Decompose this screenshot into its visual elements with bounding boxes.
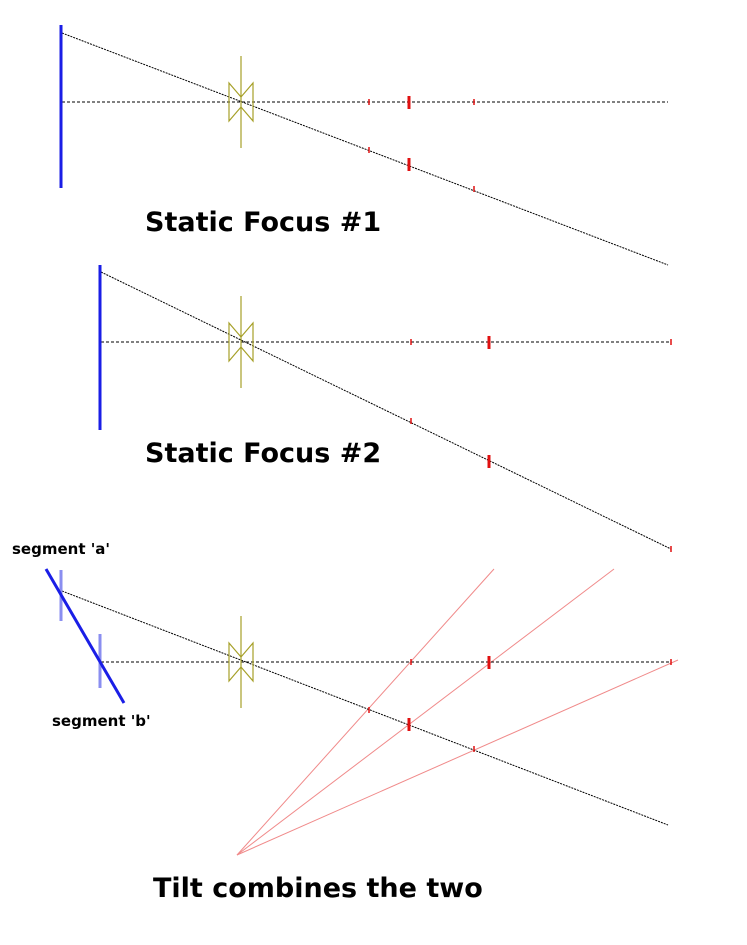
focus-marks <box>410 336 672 552</box>
panel-3-title: Tilt combines the two <box>153 873 483 904</box>
light-ray <box>61 32 669 266</box>
lens-icon <box>228 56 254 148</box>
panel-static-focus-2: Static Focus #2 <box>98 265 672 552</box>
lens-icon <box>228 616 254 708</box>
segment-a-label: segment 'a' <box>12 540 110 558</box>
lens-icon <box>228 296 254 388</box>
light-ray <box>100 271 672 550</box>
construction-lines <box>236 568 679 856</box>
tilted-sensor-plane <box>44 568 126 704</box>
panel-1-title: Static Focus #1 <box>145 207 381 238</box>
focus-marks <box>368 96 475 192</box>
panel-static-focus-1: Static Focus #1 <box>59 25 669 266</box>
panel-2-title: Static Focus #2 <box>145 438 381 469</box>
focus-marks <box>368 656 672 752</box>
panel-tilt: segment 'a' segment 'b' Tilt combines th… <box>12 540 679 904</box>
light-ray <box>61 590 669 826</box>
segment-b-label: segment 'b' <box>52 712 151 730</box>
